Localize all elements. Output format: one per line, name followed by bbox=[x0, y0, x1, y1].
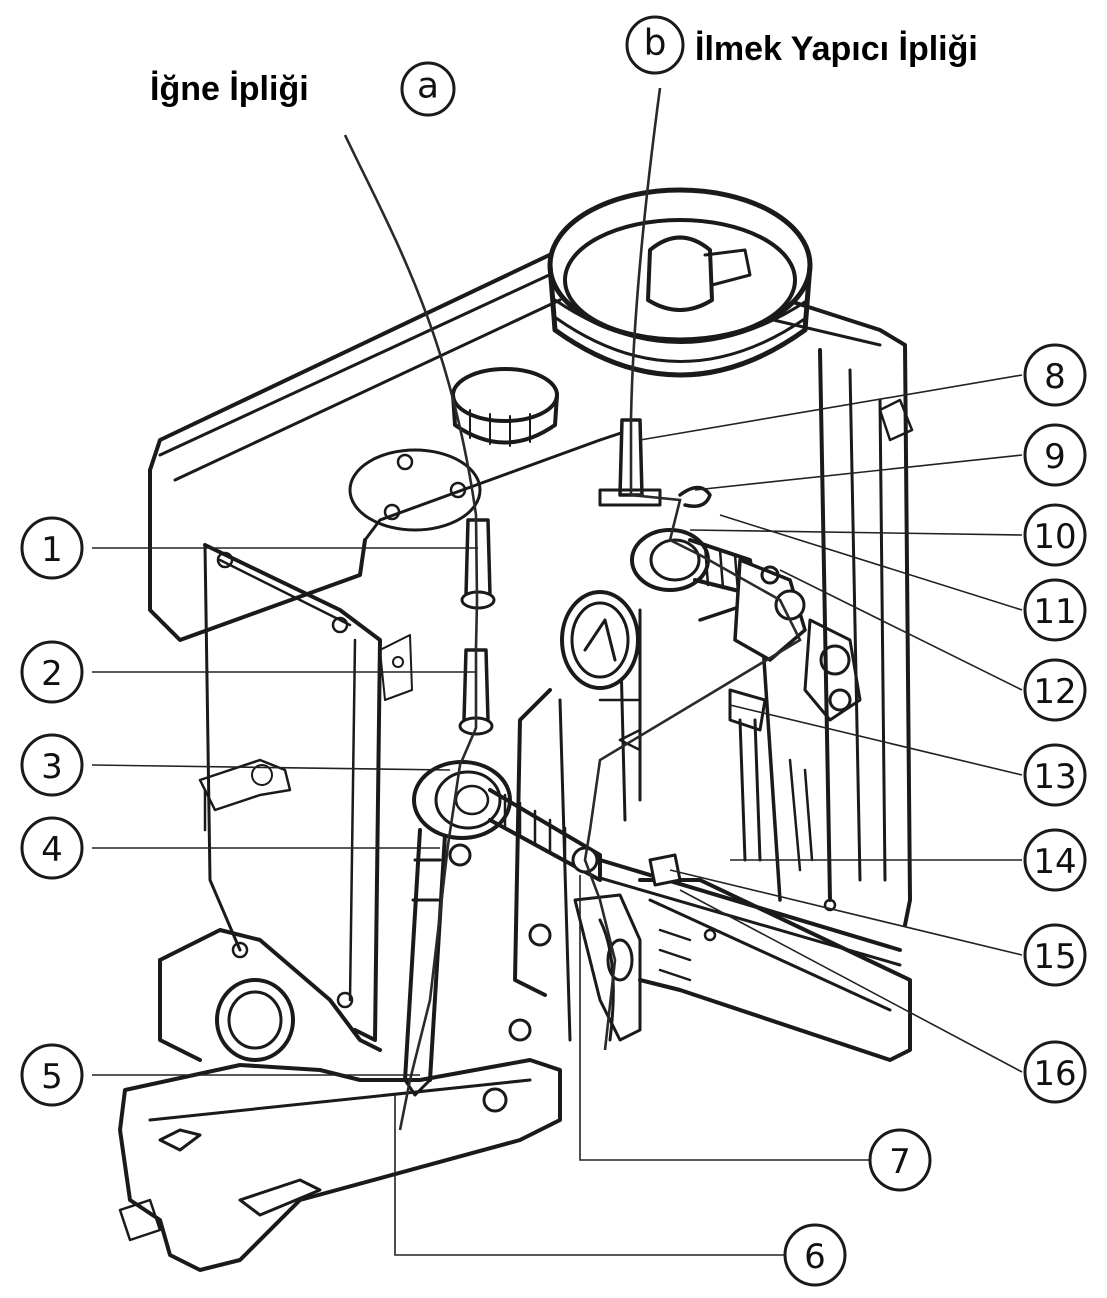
svg-text:5: 5 bbox=[41, 1057, 63, 1097]
leader-13 bbox=[729, 704, 1023, 776]
callout-1: 1 bbox=[20, 516, 84, 580]
looper-thread-label-group: b İlmek Yapıcı İpliği bbox=[625, 15, 978, 75]
svg-text:7: 7 bbox=[889, 1142, 911, 1182]
callout-14: 14 bbox=[1023, 828, 1087, 892]
svg-text:3: 3 bbox=[41, 747, 63, 787]
svg-text:10: 10 bbox=[1033, 517, 1076, 557]
callout-12: 12 bbox=[1023, 658, 1087, 722]
needle-thread-letter: a bbox=[417, 66, 439, 107]
svg-text:11: 11 bbox=[1033, 592, 1076, 632]
looper-thread-letter-circle bbox=[625, 15, 685, 75]
leader-6 bbox=[394, 1095, 795, 1256]
svg-text:4: 4 bbox=[41, 830, 63, 870]
svg-text:15: 15 bbox=[1033, 937, 1076, 977]
leader-10 bbox=[689, 529, 1023, 536]
looper-thread-letter: b bbox=[644, 23, 667, 64]
svg-text:6: 6 bbox=[804, 1237, 826, 1277]
callout-6: 6 bbox=[783, 1223, 847, 1287]
leader-11 bbox=[719, 514, 1023, 611]
svg-text:14: 14 bbox=[1033, 842, 1076, 882]
callout-11: 11 bbox=[1023, 578, 1087, 642]
callouts: 1 2 3 4 5 6 7 8 9 10 11 12 13 14 15 16 bbox=[20, 343, 1087, 1287]
needle-thread-line bbox=[343, 134, 479, 1131]
callout-2: 2 bbox=[20, 640, 84, 704]
svg-text:13: 13 bbox=[1033, 757, 1076, 797]
machine-body bbox=[118, 187, 914, 1272]
callout-15: 15 bbox=[1023, 923, 1087, 987]
leader-7 bbox=[579, 875, 870, 1161]
leader-9 bbox=[694, 454, 1023, 491]
callout-5: 5 bbox=[20, 1043, 84, 1107]
callout-9: 9 bbox=[1023, 423, 1087, 487]
thread-paths bbox=[343, 87, 802, 1131]
callout-3: 3 bbox=[20, 733, 84, 797]
needle-thread-letter-circle bbox=[400, 61, 456, 117]
leader-12 bbox=[779, 569, 1023, 691]
callout-10: 10 bbox=[1023, 503, 1087, 567]
needle-thread-label-group: İğne İpliği a bbox=[150, 61, 456, 117]
leader-15 bbox=[669, 869, 1023, 956]
needle-thread-label: İğne İpliği bbox=[150, 70, 309, 108]
leader-8 bbox=[639, 374, 1023, 441]
svg-text:16: 16 bbox=[1033, 1054, 1076, 1094]
leader-3 bbox=[91, 764, 451, 771]
callout-4: 4 bbox=[20, 816, 84, 880]
leader-16 bbox=[679, 889, 1023, 1073]
callout-8: 8 bbox=[1023, 343, 1087, 407]
svg-text:12: 12 bbox=[1033, 672, 1076, 712]
leader-lines bbox=[91, 374, 1023, 1256]
callout-7: 7 bbox=[868, 1128, 932, 1192]
looper-thread-line bbox=[583, 87, 802, 1051]
callout-16: 16 bbox=[1023, 1040, 1087, 1104]
svg-text:8: 8 bbox=[1044, 357, 1066, 397]
svg-text:2: 2 bbox=[41, 654, 63, 694]
svg-text:1: 1 bbox=[41, 530, 63, 570]
callout-13: 13 bbox=[1023, 743, 1087, 807]
thread-guides bbox=[412, 418, 902, 967]
svg-text:9: 9 bbox=[1044, 437, 1066, 477]
looper-thread-label: İlmek Yapıcı İpliği bbox=[695, 30, 978, 68]
